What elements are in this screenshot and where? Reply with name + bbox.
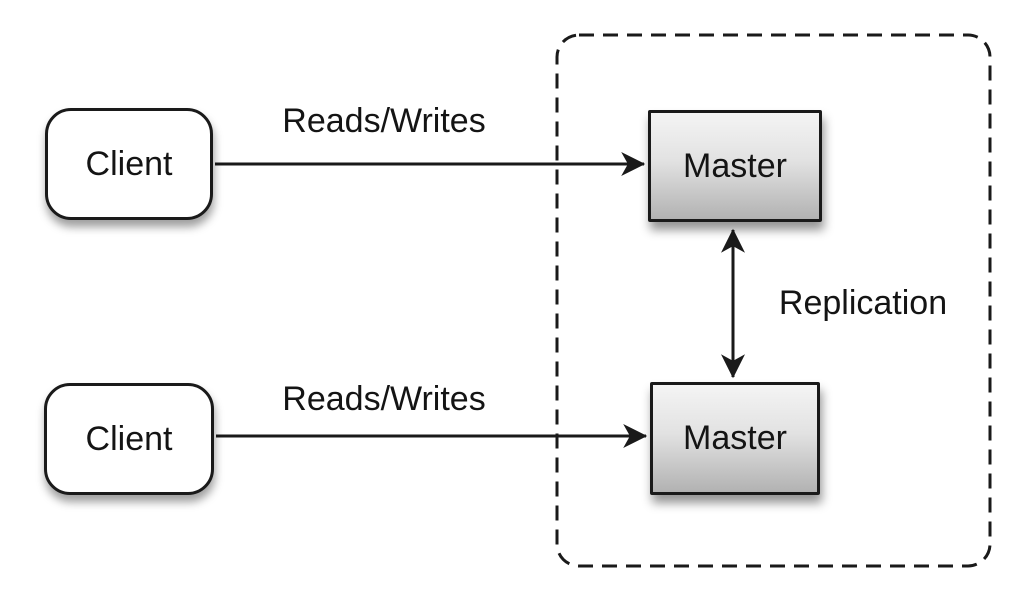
node-client-top-label: Client <box>85 144 173 183</box>
node-master-top-label: Master <box>683 146 787 185</box>
node-client-bottom-label: Client <box>85 419 173 458</box>
edge-label-replication: Replication <box>778 284 948 322</box>
node-client-top: Client <box>45 108 213 220</box>
replication-zone-border <box>555 33 992 568</box>
node-master-bottom-label: Master <box>683 419 787 457</box>
node-master-top: Master <box>648 110 822 222</box>
edge-label-reads-writes-bottom: Reads/Writes <box>282 380 486 418</box>
node-client-bottom: Client <box>44 383 214 495</box>
edge-label-reads-writes-top: Reads/Writes <box>282 102 486 140</box>
node-master-bottom: Master <box>650 382 820 495</box>
